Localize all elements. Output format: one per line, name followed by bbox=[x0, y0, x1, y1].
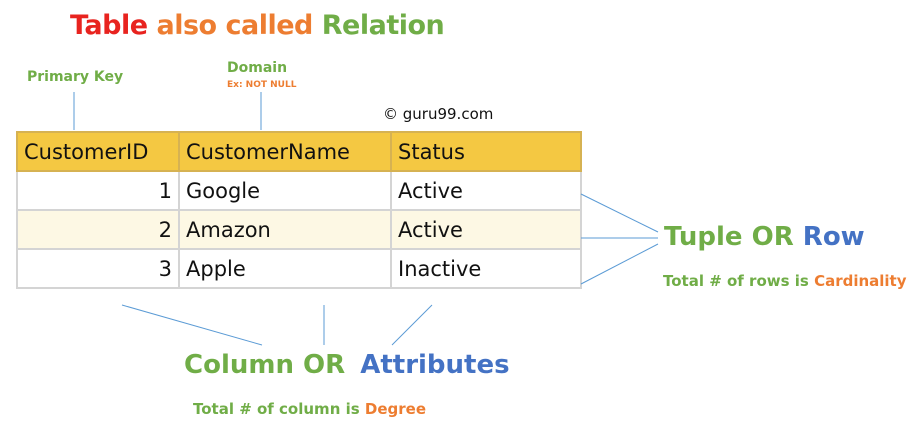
domain-label: Domain bbox=[227, 60, 288, 76]
cell-customer-name: Google bbox=[178, 170, 392, 211]
title-table-word: Table bbox=[70, 10, 148, 41]
title-also-called: also called bbox=[156, 10, 313, 41]
cell-status: Active bbox=[390, 209, 582, 250]
table-row: 3 Apple Inactive bbox=[16, 248, 582, 289]
domain-example-label: Ex: NOT NULL bbox=[227, 80, 297, 90]
cell-customer-id: 1 bbox=[16, 170, 180, 211]
cardinality-word: Cardinality bbox=[814, 272, 907, 290]
column-connector-3 bbox=[391, 304, 433, 346]
header-customer-name: CustomerName bbox=[178, 131, 392, 172]
cell-status: Active bbox=[390, 170, 582, 211]
cell-customer-id: 2 bbox=[16, 209, 180, 250]
row-word: Row bbox=[802, 222, 865, 252]
column-connector-1 bbox=[121, 304, 263, 346]
cell-customer-name: Apple bbox=[178, 248, 392, 289]
cardinality-prefix: Total # of rows is bbox=[663, 272, 809, 290]
row-connector-1 bbox=[580, 193, 659, 233]
degree-word: Degree bbox=[364, 400, 427, 418]
degree-label: Total # of column is Degree bbox=[193, 400, 426, 418]
relation-table: CustomerID CustomerName Status 1 Google … bbox=[16, 131, 582, 289]
cell-customer-name: Amazon bbox=[178, 209, 392, 250]
title-relation-word: Relation bbox=[321, 10, 445, 41]
copyright-text: © guru99.com bbox=[383, 105, 494, 123]
table-header-row: CustomerID CustomerName Status bbox=[16, 131, 582, 172]
attributes-word: Attributes bbox=[360, 350, 510, 380]
cell-status: Inactive bbox=[390, 248, 582, 289]
diagram-title: Table also called Relation bbox=[70, 10, 445, 41]
row-connector-3 bbox=[580, 243, 659, 285]
table-row: 2 Amazon Active bbox=[16, 209, 582, 250]
cell-customer-id: 3 bbox=[16, 248, 180, 289]
header-status: Status bbox=[390, 131, 582, 172]
table-row: 1 Google Active bbox=[16, 170, 582, 211]
primary-key-label: Primary Key bbox=[27, 69, 124, 85]
column-word: Column OR bbox=[184, 350, 346, 380]
header-customer-id: CustomerID bbox=[16, 131, 180, 172]
tuple-row-label: Tuple OR Row bbox=[664, 222, 865, 252]
degree-prefix: Total # of column is bbox=[193, 400, 360, 418]
column-attributes-label: Column OR Attributes bbox=[184, 350, 510, 380]
cardinality-label: Total # of rows is Cardinality bbox=[663, 272, 907, 290]
tuple-word: Tuple OR bbox=[664, 222, 794, 252]
